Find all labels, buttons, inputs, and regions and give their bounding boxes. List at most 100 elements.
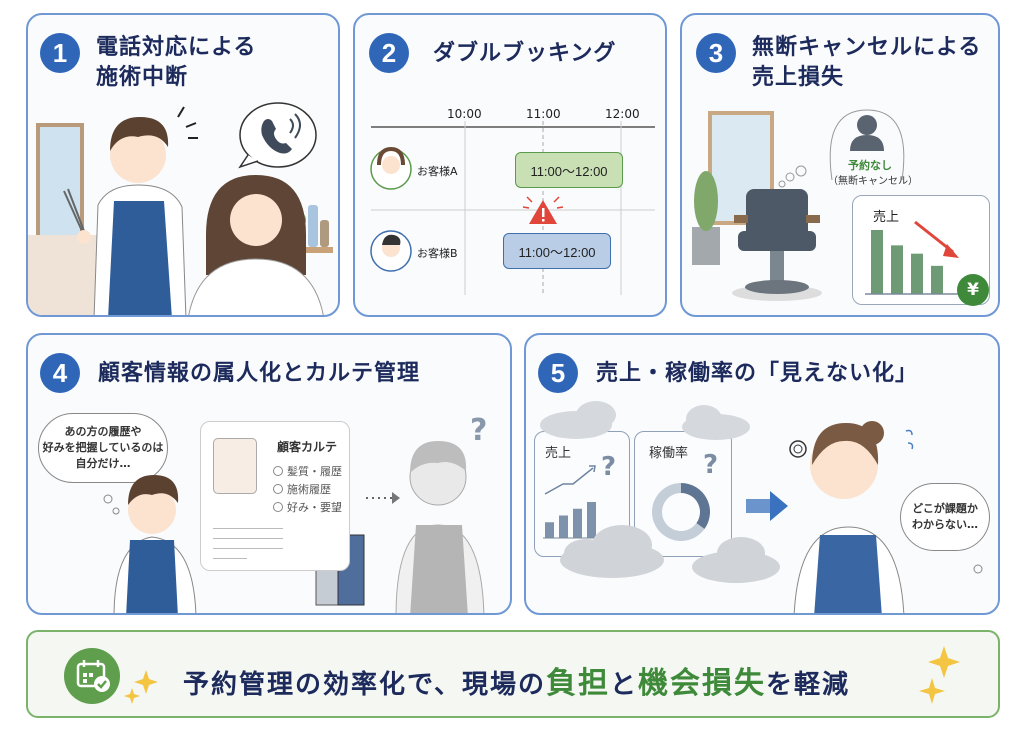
stylist-figure bbox=[113, 475, 197, 613]
customer-b-label: お客様B bbox=[417, 247, 458, 260]
karte-item-list: 髪質・履歴 施術履歴 好み・要望 bbox=[273, 462, 342, 516]
karte-photo bbox=[213, 438, 257, 494]
banner-highlight-opportunity-loss: 機会損失 bbox=[637, 666, 766, 701]
utilization-donut-chart bbox=[652, 483, 710, 541]
question-mark-icon: ? bbox=[703, 450, 719, 480]
sales-rise-chart bbox=[543, 465, 605, 539]
panel-double-booking: 2 ダブルブッキング 10:00 11:00 12:00 お客様A お客様B 1… bbox=[353, 13, 667, 317]
radio-circle-icon bbox=[273, 466, 283, 476]
cloud-icon bbox=[682, 405, 750, 440]
banner-message: 予約管理の効率化で、現場の負担と機会損失を軽減 bbox=[183, 658, 850, 702]
schedule-grid bbox=[370, 121, 655, 295]
stylist-thought-bubble: あの方の履歴や 好みを把握しているのは 自分だけ… bbox=[38, 413, 168, 483]
bar bbox=[573, 508, 582, 538]
sales-chart-card: 売上 ¥ bbox=[852, 195, 990, 306]
plant-leaves bbox=[694, 171, 718, 231]
bar bbox=[559, 515, 568, 538]
time-label-12: 12:00 bbox=[605, 107, 640, 121]
sparkle-icon bbox=[124, 688, 140, 704]
panel-title: 無断キャンセルによる 売上損失 bbox=[752, 33, 981, 93]
donut-slice bbox=[680, 483, 710, 530]
banner-text-part: 予約管理の効率化で、現場の bbox=[183, 670, 546, 700]
bar bbox=[545, 522, 554, 538]
cloud-icon bbox=[692, 537, 780, 583]
title-line-2: 売上損失 bbox=[752, 65, 845, 90]
phone-bubble bbox=[238, 102, 317, 169]
question-mark-icon: ? bbox=[470, 413, 488, 448]
utilization-card-label: 稼働率 bbox=[649, 446, 689, 461]
karte-item: 好み・要望 bbox=[273, 498, 342, 516]
trend-line bbox=[544, 467, 594, 495]
chair-icon bbox=[734, 189, 820, 294]
clouds-and-staff-illustration bbox=[540, 401, 983, 613]
plant-pot bbox=[692, 227, 720, 265]
sales-card-label: 売上 bbox=[545, 446, 572, 461]
bar bbox=[891, 245, 903, 294]
sales-chart-label: 売上 bbox=[873, 210, 900, 225]
panel-title: 顧客情報の属人化とカルテ管理 bbox=[98, 361, 421, 386]
time-label-11: 11:00 bbox=[526, 107, 561, 121]
karte-item: 施術履歴 bbox=[273, 480, 342, 498]
title-line-1: 電話対応による bbox=[96, 35, 257, 60]
staff-figure-grey bbox=[395, 441, 485, 613]
panel-title: 電話対応による 施術中断 bbox=[96, 33, 256, 93]
cloud-icon bbox=[540, 401, 616, 439]
panel-customer-info: 4 顧客情報の属人化とカルテ管理 あの方の履歴や 好みを把握しているのは 自分だ… bbox=[26, 333, 512, 615]
bar bbox=[871, 230, 883, 294]
trend-arrow-head bbox=[589, 465, 596, 473]
bar bbox=[587, 502, 596, 538]
karte-title: 顧客カルテ bbox=[277, 440, 338, 454]
empty-chair-illustration bbox=[692, 109, 905, 301]
banner-highlight-burden: 負担 bbox=[545, 666, 610, 701]
title-line-2: 施術中断 bbox=[96, 65, 189, 90]
no-booking-label: 予約なし bbox=[848, 159, 892, 172]
karte-text-lines bbox=[213, 528, 283, 559]
karte-item: 髪質・履歴 bbox=[273, 462, 342, 480]
radio-circle-icon bbox=[273, 502, 283, 512]
panel-number: 3 bbox=[696, 33, 736, 73]
panel-title: ダブルブッキング bbox=[433, 41, 617, 66]
bar bbox=[911, 253, 923, 294]
no-show-sublabel: （無断キャンセル） bbox=[828, 176, 918, 187]
staff-thought-bubble: どこが課題か わからない… bbox=[900, 483, 990, 551]
client-figure bbox=[188, 175, 324, 315]
booking-slot-a[interactable]: 11:00～12:00 bbox=[515, 152, 623, 188]
utilization-metric-card: 稼働率 ? bbox=[634, 431, 732, 557]
panel-invisible-metrics: 5 売上・稼働率の「見えない化」 売上 ? 稼働率 ? bbox=[524, 333, 1000, 615]
sparkle-icon bbox=[928, 646, 960, 678]
mirror bbox=[36, 123, 84, 247]
down-arrow-head bbox=[943, 244, 959, 258]
person-silhouette-icon bbox=[857, 115, 877, 135]
shelf bbox=[283, 247, 333, 253]
sparkle-icon bbox=[134, 670, 158, 694]
warning-icon bbox=[522, 196, 564, 224]
dotted-arrow-icon bbox=[366, 492, 400, 504]
summary-banner: 予約管理の効率化で、現場の負担と機会損失を軽減 bbox=[26, 630, 1000, 718]
karte-illustration bbox=[103, 441, 485, 613]
banner-text-part: と bbox=[609, 670, 638, 700]
bottle-icon bbox=[308, 205, 318, 247]
panel-number: 5 bbox=[538, 353, 578, 393]
calendar-check-icon bbox=[64, 648, 120, 704]
sales-drop-chart bbox=[865, 220, 963, 295]
title-line-1: 無断キャンセルによる bbox=[752, 35, 982, 60]
thought-bubble bbox=[778, 109, 905, 188]
panel-number: 4 bbox=[40, 353, 80, 393]
bar bbox=[931, 265, 943, 294]
question-mark-icon: ? bbox=[601, 452, 617, 482]
confused-staff-figure bbox=[789, 421, 914, 613]
booking-slot-b[interactable]: 11:00～12:00 bbox=[503, 233, 611, 269]
time-label-10: 10:00 bbox=[447, 107, 482, 121]
stylist-figure bbox=[63, 117, 187, 315]
customer-karte-card: 顧客カルテ 髪質・履歴 施術履歴 好み・要望 bbox=[200, 421, 350, 571]
panel-no-show-loss: 3 無断キャンセルによる 売上損失 予約なし （無断キャンセル） 売上 bbox=[680, 13, 1000, 317]
yen-icon: ¥ bbox=[957, 274, 989, 306]
sparkle-decorations bbox=[124, 646, 960, 704]
panel-number: 1 bbox=[40, 33, 80, 73]
panel-number: 2 bbox=[369, 33, 409, 73]
banner-text-part: を軽減 bbox=[765, 670, 850, 700]
customer-a-label: お客様A bbox=[417, 165, 458, 178]
sparkle-icon bbox=[919, 678, 945, 704]
bottle-icon bbox=[320, 220, 329, 247]
phone-icon bbox=[261, 119, 292, 154]
